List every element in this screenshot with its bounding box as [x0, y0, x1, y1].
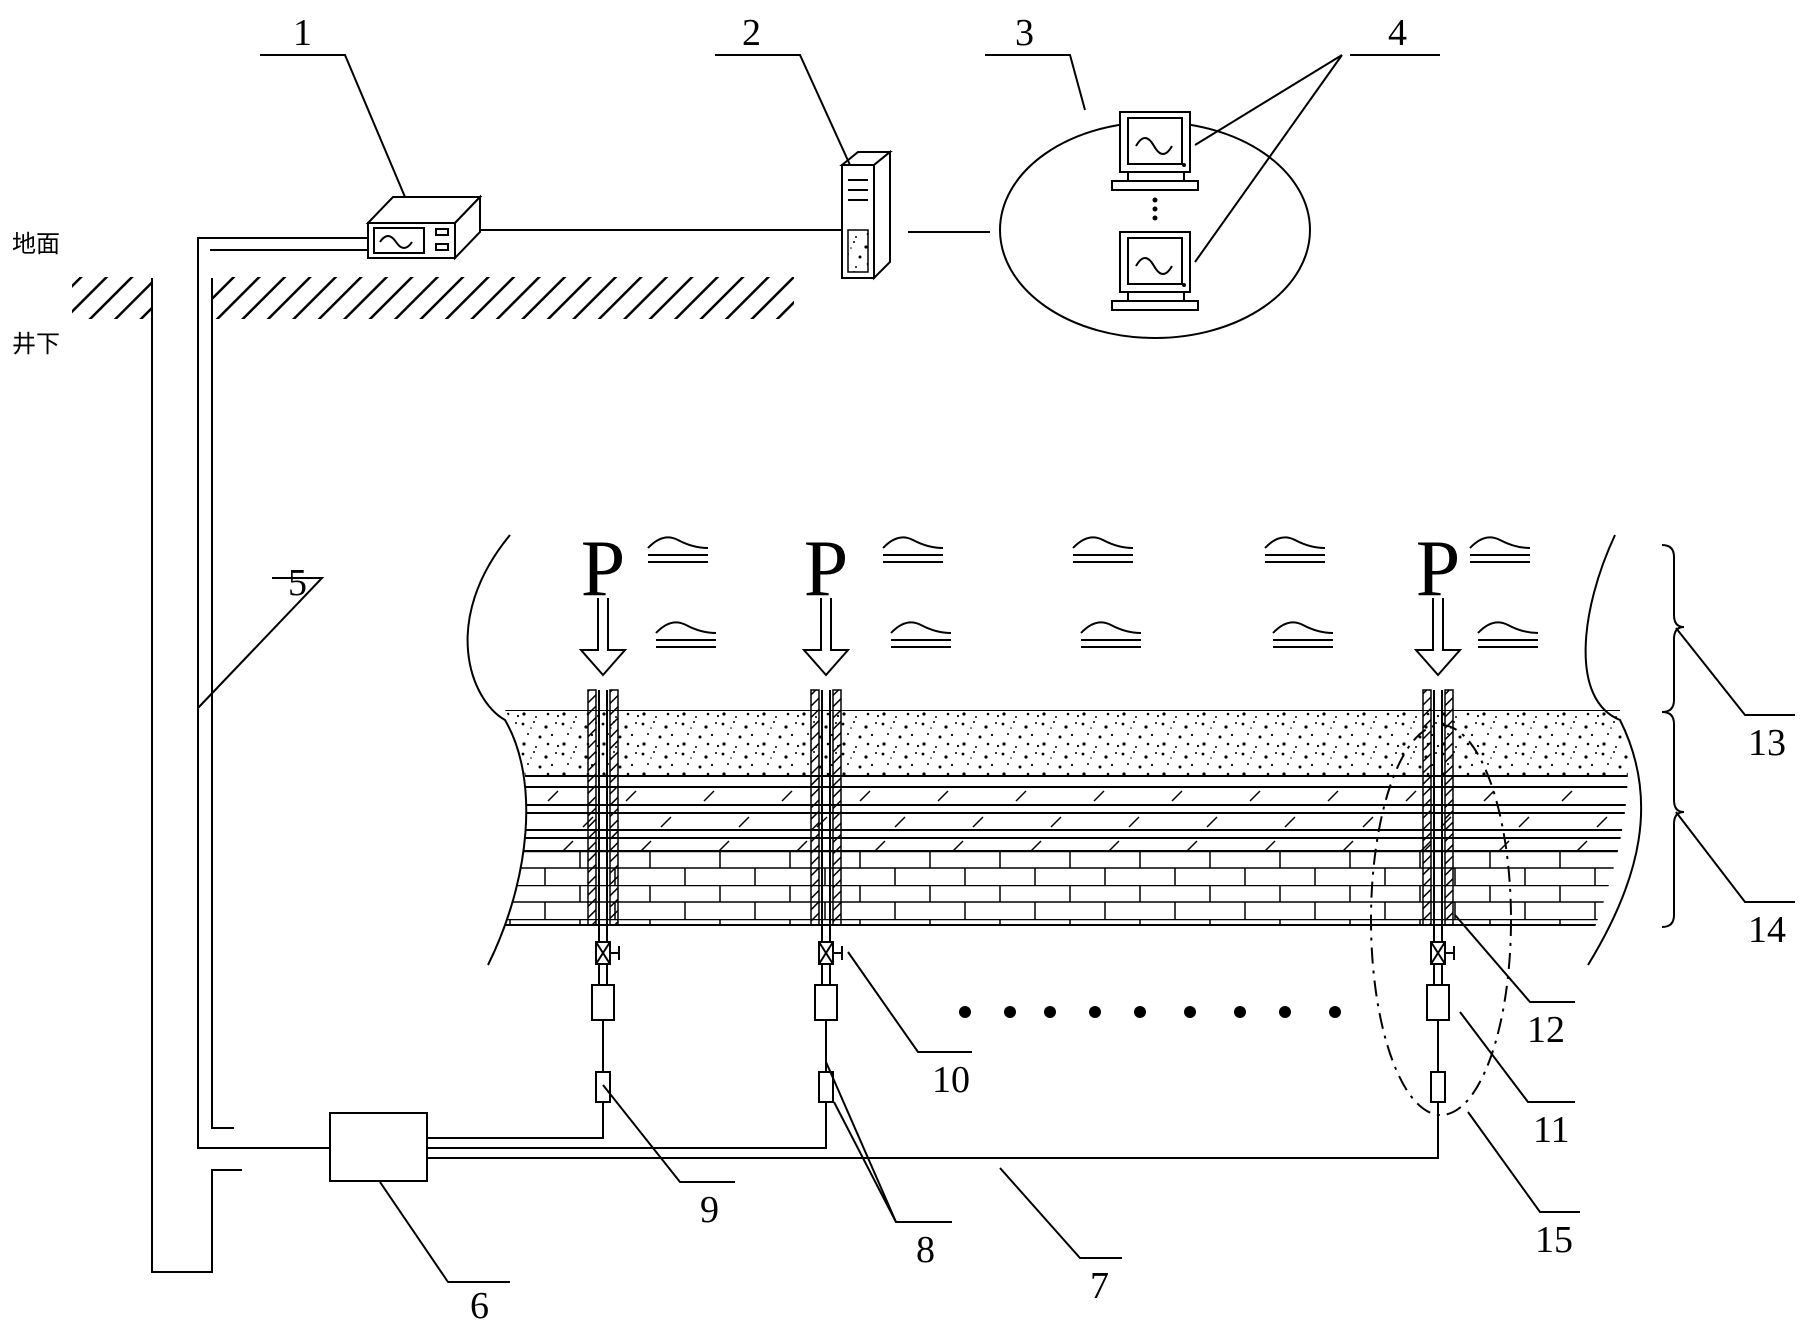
terminal-computer-top	[1112, 112, 1198, 190]
pressure-sensor	[819, 1072, 833, 1102]
underground-label: 井下	[12, 330, 60, 358]
sandstone-layer	[460, 710, 1660, 776]
water-symbols	[648, 537, 1538, 647]
callout-10: 10	[932, 1059, 970, 1101]
water-symbol	[656, 622, 716, 647]
pressure-sensor	[596, 1072, 610, 1102]
casing-right	[610, 690, 618, 925]
callout-7: 7	[1090, 1265, 1109, 1307]
limestone-layer	[460, 851, 1660, 925]
water-symbol	[1273, 622, 1333, 647]
server-2	[842, 152, 890, 278]
callout-6: 6	[470, 1285, 489, 1327]
callout-4: 4	[1388, 12, 1407, 54]
casing-left	[811, 690, 819, 925]
cable-5-outer	[198, 238, 370, 1148]
terminal-ellipsis	[1153, 198, 1158, 221]
valve	[819, 942, 842, 964]
water-symbol	[1265, 537, 1325, 562]
callout-15: 15	[1535, 1219, 1573, 1261]
ground-hatch-left	[72, 277, 152, 319]
pressure-gauge	[815, 985, 837, 1020]
pressure-sensor	[1431, 1072, 1445, 1102]
strata	[460, 710, 1660, 925]
callout-12: 12	[1527, 1009, 1565, 1051]
water-symbol	[1081, 622, 1141, 647]
callout-13: 13	[1748, 722, 1786, 764]
callout-1: 1	[293, 12, 312, 54]
cable-to-sensor-1	[427, 1102, 603, 1138]
cable-to-sensor-3	[427, 1102, 1438, 1158]
callout-8: 8	[916, 1229, 935, 1271]
callout-11: 11	[1533, 1109, 1570, 1151]
callout-14: 14	[1748, 909, 1786, 951]
pressure-gauge	[1427, 985, 1449, 1020]
data-collector-6	[330, 1113, 427, 1181]
callout-2: 2	[742, 12, 761, 54]
ground-hatch-right	[212, 277, 794, 319]
water-symbol	[883, 537, 943, 562]
borehole-ellipsis	[959, 1006, 1341, 1018]
pressure-gauge	[592, 985, 614, 1020]
cable-to-sensor-2	[427, 1102, 826, 1148]
water-symbol	[1470, 537, 1530, 562]
valve	[596, 942, 619, 964]
water-symbol	[891, 622, 951, 647]
valve	[1431, 942, 1454, 964]
ground-label: 地面	[12, 230, 60, 258]
casing-left	[588, 690, 596, 925]
shaft-wall-right	[212, 278, 234, 1128]
casing-right	[833, 690, 841, 925]
monitor-device-1	[368, 197, 480, 258]
water-symbol	[648, 537, 708, 562]
callout-9: 9	[700, 1189, 719, 1231]
casing-left	[1423, 690, 1431, 925]
water-symbol	[1478, 622, 1538, 647]
water-symbol	[1073, 537, 1133, 562]
callout-5: 5	[288, 562, 307, 604]
callout-3: 3	[1015, 12, 1034, 54]
terminal-computer-bottom	[1112, 232, 1198, 310]
brace-13	[1662, 545, 1684, 712]
